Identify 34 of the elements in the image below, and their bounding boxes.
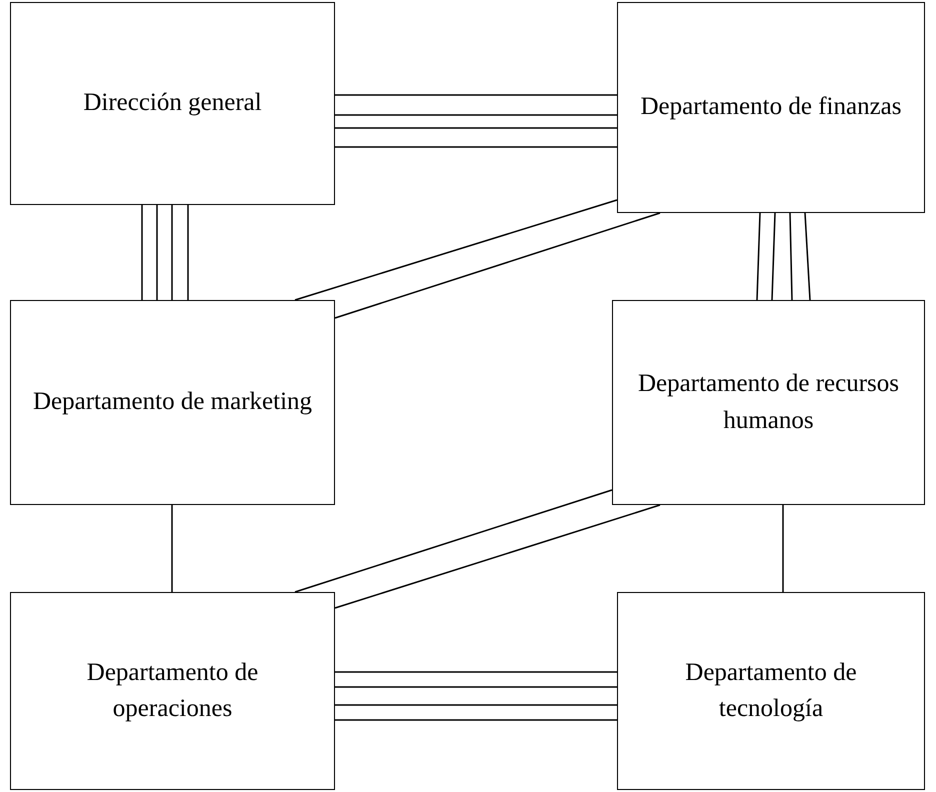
department-label: Departamento de tecnología <box>684 658 858 724</box>
connector-line <box>171 205 173 300</box>
connector-line <box>335 704 617 706</box>
department-box <box>617 592 925 790</box>
connector-line <box>771 212 776 300</box>
department-box <box>617 2 925 213</box>
connector-line <box>804 212 811 300</box>
connector-line <box>335 146 617 148</box>
connector-line <box>334 504 660 609</box>
connector-line <box>335 686 617 688</box>
department-label: Departamento de recursos humanos <box>637 369 900 436</box>
connector-line <box>335 719 617 721</box>
department-box <box>10 2 335 205</box>
connector-line <box>141 205 143 300</box>
connector-line <box>782 505 784 592</box>
connector-line <box>294 489 612 593</box>
connector-line <box>335 671 617 673</box>
connector-line <box>156 205 158 300</box>
department-box <box>612 300 925 505</box>
connector-line <box>335 127 617 129</box>
department-label: Departamento de marketing <box>32 387 312 418</box>
department-label: Departamento de operaciones <box>86 658 260 724</box>
connector-line <box>294 199 618 301</box>
department-box <box>10 592 335 790</box>
connector-line <box>789 212 793 300</box>
connector-line <box>756 212 761 300</box>
department-box <box>10 300 335 505</box>
connector-line <box>334 212 660 319</box>
connector-line <box>335 94 617 96</box>
connector-line <box>171 505 173 592</box>
connector-line <box>335 114 617 116</box>
department-label: Departamento de finanzas <box>640 92 902 122</box>
department-label: Dirección general <box>83 88 262 118</box>
connector-line <box>187 205 189 300</box>
